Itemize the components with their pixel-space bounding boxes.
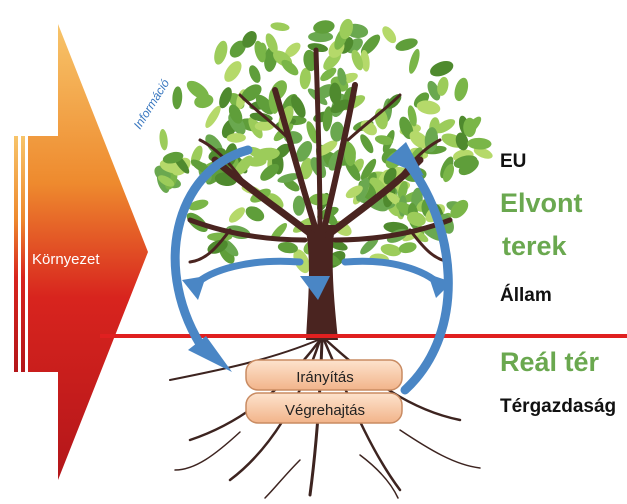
real-space-label: Reál tér [500, 347, 600, 377]
state-label: Állam [500, 285, 552, 306]
abstract-spaces-label-line2: terek [502, 231, 567, 261]
execution-label: Végrehajtás [284, 402, 366, 419]
spatial-economy-label: Térgazdaság [500, 396, 617, 417]
environment-arrow [14, 24, 148, 480]
tree-icon [154, 18, 493, 499]
information-label: Információ [131, 76, 173, 131]
eu-label: EU [500, 151, 527, 172]
control-box [245, 359, 403, 424]
abstract-spaces-label-line1: Elvont [500, 188, 583, 218]
control-label: Irányítás [296, 369, 354, 386]
arrow-heads [182, 142, 452, 372]
environment-label: Környezet [32, 251, 100, 268]
